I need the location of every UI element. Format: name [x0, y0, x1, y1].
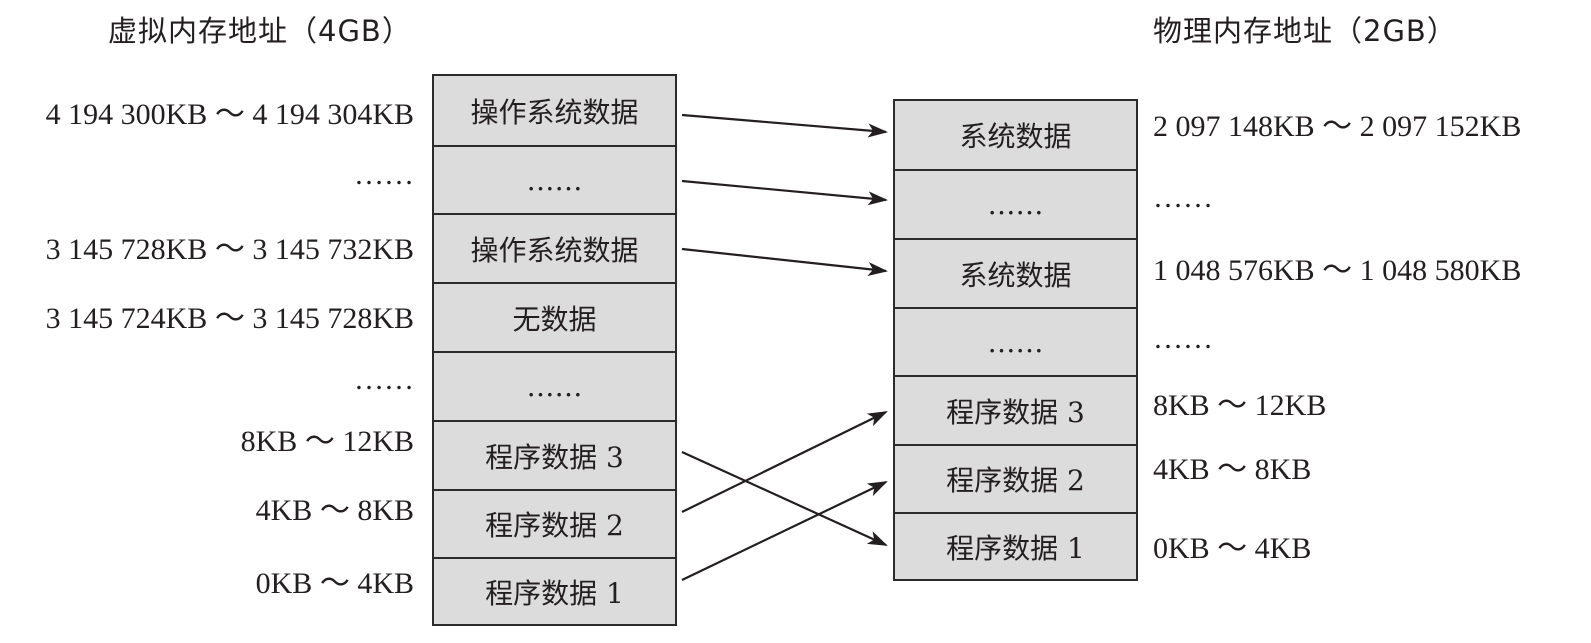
physical-block-program-data-1: 程序数据 1 — [895, 512, 1136, 579]
physical-block-ellipsis-2: …… — [895, 307, 1136, 375]
virtual-block-no-data: 无数据 — [434, 282, 675, 351]
arrow-ellipsis-to-ellipsis — [681, 179, 888, 206]
virtual-address-3: 3 145 724KB ～ 3 145 728KB — [45, 302, 414, 335]
arrow-program-1-to-physical-program-2 — [681, 481, 888, 581]
virtual-block-ellipsis-2: …… — [434, 351, 675, 420]
physical-address-1: …… — [1153, 181, 1213, 214]
arrow-program-2-to-physical-program-3 — [681, 411, 888, 513]
virtual-block-os-data-3gb: 操作系统数据 — [434, 213, 675, 282]
physical-address-4: 8KB ～ 12KB — [1153, 389, 1327, 422]
physical-block-system-data-1gb: 系统数据 — [895, 238, 1136, 307]
virtual-block-program-data-3: 程序数据 3 — [434, 420, 675, 489]
virtual-memory-column: 操作系统数据 …… 操作系统数据 无数据 …… 程序数据 3 程序数据 2 程序… — [432, 74, 677, 626]
virtual-block-os-data-high: 操作系统数据 — [470, 95, 639, 129]
physical-block-program-data-2: 程序数据 2 — [895, 444, 1136, 512]
virtual-block-ellipsis-1: …… — [434, 145, 675, 213]
virtual-block-program-data-1: 程序数据 1 — [434, 557, 675, 624]
physical-block-ellipsis-1: …… — [895, 169, 1136, 238]
virtual-address-6: 4KB ～ 8KB — [255, 494, 414, 527]
physical-memory-column: 系统数据 …… 系统数据 …… 程序数据 3 程序数据 2 程序数据 1 — [893, 99, 1138, 581]
virtual-memory-title: 虚拟内存地址（4GB） — [108, 14, 412, 48]
physical-address-0: 2 097 148KB ～ 2 097 152KB — [1153, 110, 1522, 143]
physical-address-6: 0KB ～ 4KB — [1153, 532, 1312, 565]
virtual-address-4: …… — [354, 363, 414, 396]
arrow-os-data-high-to-system-data-high — [681, 113, 888, 138]
physical-memory-title: 物理内存地址（2GB） — [1153, 14, 1457, 48]
virtual-address-7: 0KB ～ 4KB — [255, 567, 414, 600]
virtual-address-1: …… — [354, 158, 414, 191]
physical-block-system-data-high: 系统数据 — [959, 120, 1072, 153]
arrow-os-data-3gb-to-system-data-1gb — [681, 247, 888, 277]
arrow-program-3-to-physical-program-1 — [681, 450, 888, 547]
physical-address-5: 4KB ～ 8KB — [1153, 453, 1312, 486]
physical-address-2: 1 048 576KB ～ 1 048 580KB — [1153, 254, 1522, 287]
virtual-address-0: 4 194 300KB ～ 4 194 304KB — [45, 98, 414, 131]
physical-address-3: …… — [1153, 322, 1213, 355]
virtual-block-program-data-2: 程序数据 2 — [434, 489, 675, 557]
virtual-address-2: 3 145 728KB ～ 3 145 732KB — [45, 233, 414, 266]
physical-block-program-data-3: 程序数据 3 — [895, 375, 1136, 444]
virtual-address-5: 8KB ～ 12KB — [240, 425, 414, 458]
